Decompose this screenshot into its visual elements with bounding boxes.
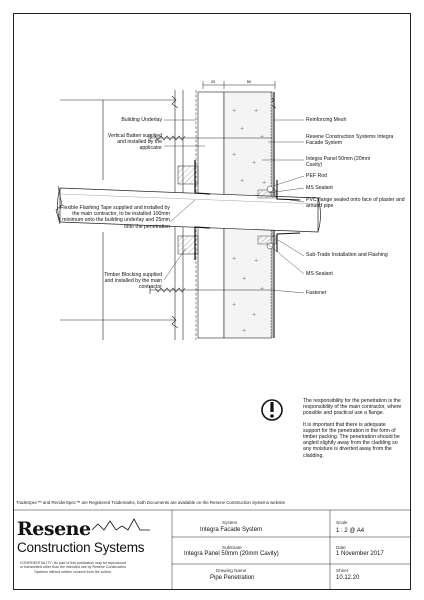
pef-rod-bottom	[266, 242, 274, 250]
leader-lines-right	[262, 119, 305, 294]
svg-text:+: +	[240, 178, 244, 184]
label-pef-rod: PEF Rod	[306, 173, 328, 179]
label-fastener: Fastener	[306, 290, 327, 296]
label-timber-blocking: Timber Blocking supplied and installed b…	[104, 272, 162, 291]
svg-text:+: +	[232, 256, 236, 262]
svg-text:+: +	[242, 276, 246, 282]
confidentiality-text: CONFIDENTIALITY: No part of this publica…	[19, 561, 127, 574]
resene-logo-subtitle: Construction Systems	[17, 540, 145, 555]
fixing-screws	[149, 134, 272, 294]
pvc-flange	[276, 180, 301, 252]
dimension-label-panel: 50	[247, 79, 252, 84]
screw-2	[149, 286, 272, 294]
trademark-text: TradeSpec™ and RenderSpec™ are Registere…	[16, 500, 286, 505]
sheet-label: Sheet	[336, 568, 349, 573]
warning-icon	[261, 399, 283, 421]
svg-text:+: +	[232, 108, 236, 114]
drawing-name-label: Drawing Name	[216, 568, 247, 573]
label-vertical-batten: Vertical Batten supplied and installed b…	[107, 133, 162, 152]
flashing-tape	[194, 160, 211, 260]
note-paragraph-2: It is important that there is adequate s…	[303, 421, 400, 459]
label-facade-system: Resene Construction Systems Integra Faca…	[306, 134, 394, 147]
svg-text:+: +	[254, 108, 258, 114]
label-building-underlay: Building Underlay	[121, 117, 162, 123]
label-ms-sealant-top: MS Sealant	[306, 185, 333, 191]
sheet-value: 10.12.20	[336, 575, 360, 581]
label-ms-sealant-bottom: MS Sealant	[306, 271, 333, 277]
svg-text:+: +	[252, 160, 256, 166]
system-value: Integra Facade System	[200, 527, 263, 533]
date-label: Date	[336, 545, 346, 550]
svg-text:+: +	[242, 328, 246, 334]
pipe	[57, 187, 321, 233]
timber-blocking-top	[177, 165, 199, 185]
svg-text:+: +	[240, 126, 244, 132]
screw-1	[149, 134, 272, 142]
drawing-sheet-border	[13, 13, 411, 590]
date-value: 1 November 2017	[336, 551, 384, 557]
dimension-line	[202, 81, 276, 89]
label-reinforcing-mesh: Reinforcing Mesh	[306, 117, 347, 123]
timber-blocking-bottom	[177, 235, 199, 255]
scale-label: Scale	[336, 520, 348, 525]
drawing-name-value: Pipe Penetration	[210, 575, 255, 581]
svg-text:+: +	[260, 286, 264, 292]
panel-stipple: + + + + + + + + + + + + + + +	[232, 108, 266, 334]
svg-text:+: +	[254, 258, 258, 264]
svg-text:+: +	[232, 152, 236, 158]
substrate-value: Integra Panel 50mm (20mm Cavity)	[184, 551, 279, 557]
sealant-bottom	[257, 235, 277, 245]
label-flashing-tape: Flexible Flashing Tape supplied and inst…	[60, 205, 170, 230]
pef-rod-top	[266, 185, 274, 193]
leader-lines-left	[163, 119, 205, 281]
svg-text:+: +	[252, 312, 256, 318]
resene-logo: Resene	[17, 518, 91, 540]
scale-value: 1 : 2 @ A4	[336, 528, 365, 534]
responsibility-note: The responsibility for the penetration i…	[303, 398, 403, 464]
note-paragraph-1: The responsibility for the penetration i…	[303, 398, 402, 417]
dimension-label-cavity: 20	[211, 79, 216, 84]
pipe-break	[55, 185, 63, 225]
svg-text:+: +	[232, 302, 236, 308]
label-sub-trade: Sub-Trade Installation and Flashing	[306, 252, 388, 258]
logo-roofline-icon	[91, 518, 150, 531]
svg-text:+: +	[260, 134, 264, 140]
system-label: System	[222, 520, 238, 525]
svg-text:+: +	[262, 180, 266, 186]
title-block-grid	[13, 509, 411, 590]
label-pvc-flange: PVC flange sealed onto face of plaster a…	[306, 197, 405, 210]
substrate-label: Substrate	[222, 545, 242, 550]
label-integra-panel: Integra Panel 50mm (20mm Cavity)	[306, 156, 371, 169]
sealant-top	[257, 189, 277, 199]
